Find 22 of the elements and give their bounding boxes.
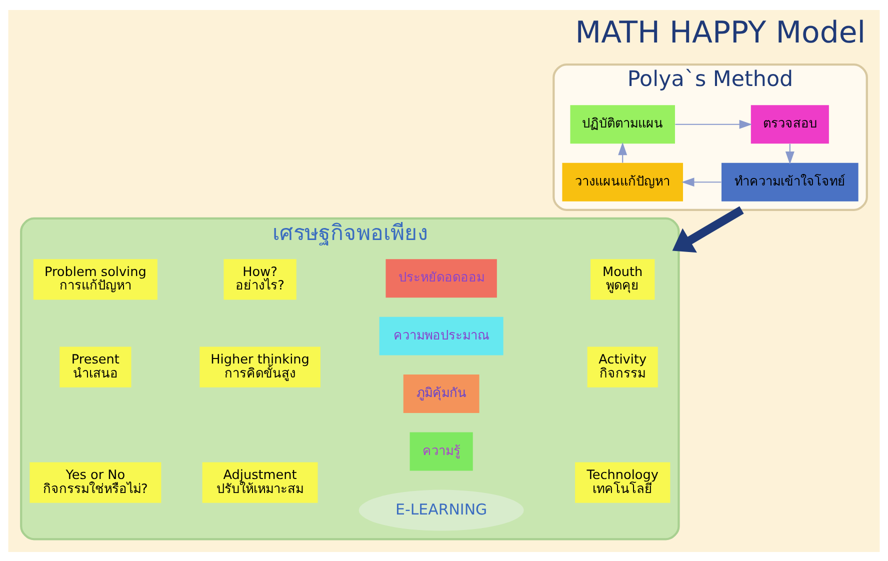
diagram-title: MATH HAPPY Model [575,15,866,50]
node-box: Problem solving การแก้ปัญหา [33,258,158,300]
node-box: ภูมิคุ้มกัน [403,374,480,413]
arrow [672,206,744,252]
arrow [675,119,752,128]
node-box: Activity กิจกรรม [587,346,658,387]
node-ellipse: E-LEARNING [358,489,524,530]
node-box: Higher thinking การคิดขั้นสูง [200,346,320,387]
node-box: ปฏิบัติตามแผน [570,104,675,144]
node-box: ประหยัดอดออม [386,258,497,298]
node-box: Mouth พูดคุย [590,258,655,300]
node-box: Present นำเสนอ [60,346,132,387]
node-box: Technology เทคโนโลยี [575,462,670,502]
node-box: How? อย่างไร? [224,258,296,300]
node-box: ตรวจสอบ [750,104,829,144]
node-box: ความรู้ [410,432,473,470]
node-box: Adjustment ปรับให้เหมาะสม [202,462,318,502]
node-box: ความพอประมาณ [379,316,504,355]
node-box: วางแผนแก้ปัญหา [562,162,683,201]
node-box: Yes or No กิจกรรมใช่หรือไม่? [30,462,162,502]
arrow [681,177,722,186]
node-box: ทำความเข้าใจโจทย์ [722,162,858,201]
